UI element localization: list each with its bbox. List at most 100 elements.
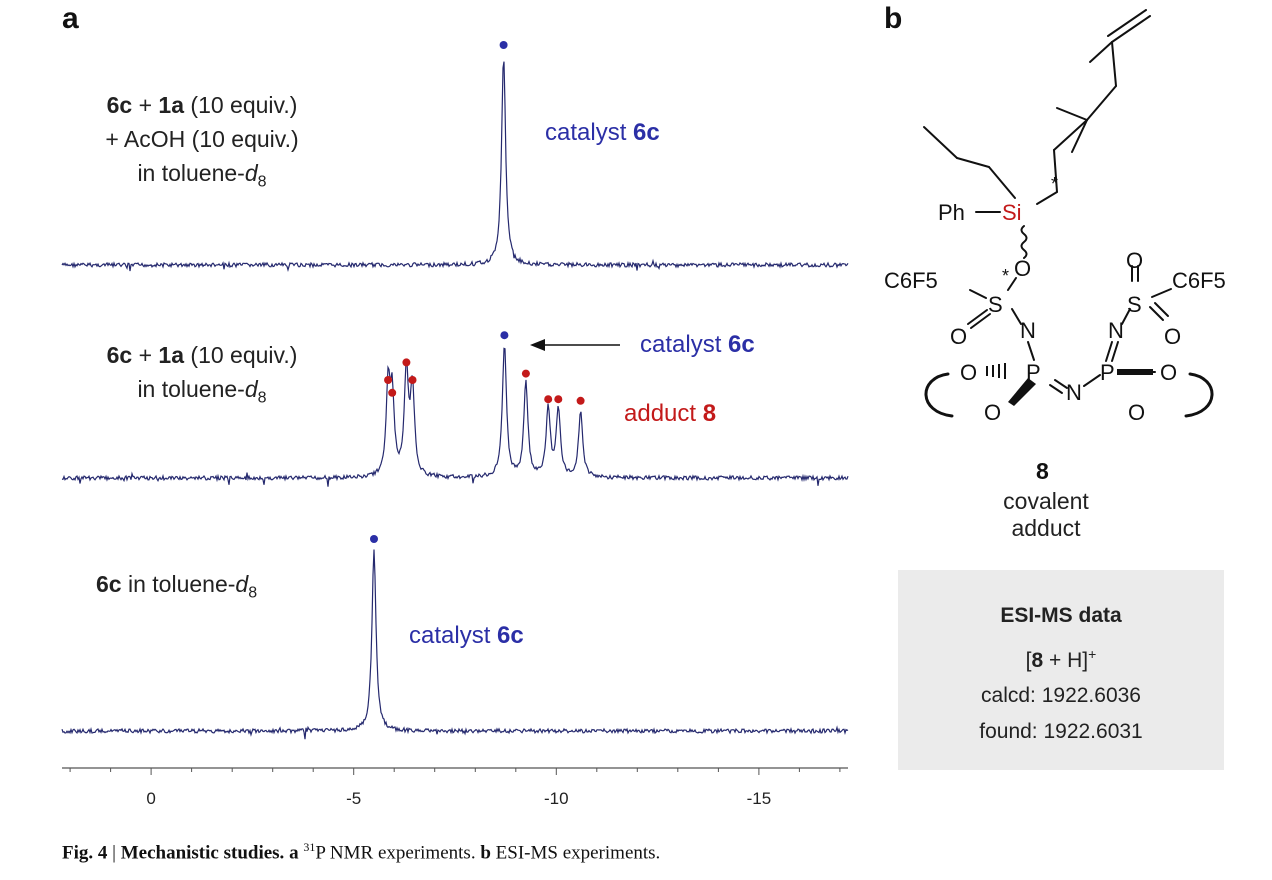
trace1-cond-d: d [244,160,258,186]
catalyst-bold: 6c [728,331,755,358]
catalyst-text: catalyst [640,331,729,358]
atom-si: Si [1002,200,1022,225]
trace3-catalyst-label: catalyst 6c [409,622,524,650]
esi-ion-open: [ [1025,649,1032,672]
structure-8: * Ph Si O C6F5 * S O N O P O N P O O N S… [884,9,1226,425]
peak-marker-2-6 [521,369,530,378]
atom-c6f5-left: C6F5 [884,268,938,293]
peak-marker-1-1 [499,41,508,49]
panel-a-letter: a [62,2,79,35]
peak-marker-2-5 [500,331,509,340]
trace1-cond-equiv: (10 equiv.) [184,92,298,118]
atom-n-left: N [1020,318,1036,343]
c6f5-left-text: C6F5 [884,268,938,293]
trace2-cond-cat: 6c [106,342,133,368]
atom-o-ring-right-bottom: O [1128,400,1145,425]
x-tick-label-3: -15 [747,789,772,808]
esi-title: ESI-MS data [1000,604,1122,627]
atom-o-sulfonyl-left: O [950,324,967,349]
adduct-bold: 8 [702,400,717,427]
nmr-trace-3 [61,549,849,740]
caption-title: Mechanistic studies. [120,842,285,864]
trace1-cond-acoh: + AcOH (10 equiv.) [105,126,299,152]
x-tick-label-1: -5 [346,789,361,808]
peak-marker-2-7 [544,395,553,404]
trace3-cond-8: 8 [248,584,258,602]
caption-a: a [289,842,299,864]
esi-ion: [8 + H]+ [898,646,1224,673]
trace2-cond-d: d [244,376,258,402]
esi-found: found: 1922.6031 [979,720,1143,743]
peak-marker-2-1 [384,376,393,384]
catalyst-text: catalyst [409,622,498,649]
catalyst-text: catalyst [545,119,634,146]
caption-b: b [480,842,491,864]
trace2-catalyst-label: catalyst 6c [640,331,755,359]
peak-marker-2-2 [388,388,397,397]
atom-o-ring-right-top: O [1160,360,1177,385]
peak-marker-2-9 [576,396,585,405]
atom-o-sulfonyl-right: O [1164,324,1181,349]
x-tick-label-0: 0 [146,789,155,808]
si-stereo-star: * [1051,174,1058,194]
compound-name: covalent adduct [1003,488,1089,541]
caption-a-text: P NMR experiments. [315,842,476,864]
trace3-cond-cat: 6c [96,571,122,597]
trace3-cond-d: d [235,571,249,597]
trace1-cond-sub: 1a [158,92,185,118]
trace2-cond-equiv: (10 equiv.) [184,342,298,368]
trace1-cond-solvent: in toluene- [137,160,245,186]
trace2-cond-solvent: in toluene- [137,376,245,402]
atom-o-ring-left-top: O [960,360,977,385]
esi-ion-num: 8 [1031,649,1044,672]
caption-sep: | [107,842,121,864]
c6f5-right-text: C6F5 [1172,268,1226,293]
caption-b-text: ESI-MS experiments. [495,842,661,864]
trace2-condition: 6c + 1a (10 equiv.) in toluene-d8 [62,338,342,416]
trace3-cond-solvent: in toluene- [121,571,236,597]
esi-ms-box: ESI-MS data [8 + H]+ calcd: 1922.6036 fo… [898,570,1224,770]
trace1-cond-8: 8 [257,173,267,191]
atom-n-bridge: N [1066,380,1082,405]
trace3-condition: 6c in toluene-d8 [96,567,257,611]
catalyst-bold: 6c [497,622,524,649]
esi-ion-rest: + H] [1043,649,1089,672]
catalyst-bold: 6c [633,119,660,146]
atom-s-right: S [1127,292,1142,317]
x-tick-label-2: -10 [544,789,569,808]
panel-b-letter: b [884,2,903,35]
trace1-cond-plus: + [132,92,159,118]
arrow-head [530,339,545,351]
peak-marker-2-4 [408,376,417,384]
atom-n-right: N [1108,318,1124,343]
structure-bonds [923,9,1214,418]
caption-fig: Fig. 4 [62,842,108,864]
trace1-condition: 6c + 1a (10 equiv.) + AcOH (10 equiv.) i… [62,88,342,200]
caption-nucleus-mass: 31 [303,840,316,854]
atom-s-left: S [988,292,1003,317]
structure-wedge-bond [1008,378,1036,406]
trace2-cond-plus: + [132,342,159,368]
atom-p-left: P [1026,360,1041,385]
atom-o-ring-left-bottom: O [984,400,1001,425]
atom-o-si: O [1014,256,1031,281]
adduct-text: adduct [624,400,703,427]
trace2-cond-8: 8 [257,389,267,407]
trace2-cond-sub: 1a [158,342,185,368]
atom-o-sulfonyl-right-top: O [1126,248,1143,273]
compound-number: 8 [1036,458,1049,484]
atom-c6f5-right: C6F5 [1172,268,1226,293]
nmr-chart: 0 -5 -10 -15 [61,41,849,808]
nmr-trace-1 [61,61,849,272]
esi-ion-charge: + [1088,646,1097,662]
peak-marker-2-3 [402,358,411,367]
esi-calcd: calcd: 1922.6036 [981,684,1141,707]
trace1-catalyst-label: catalyst 6c [545,119,660,147]
nmr-trace-2 [61,347,849,487]
atom-p-right: P [1100,360,1115,385]
figure-caption: Fig. 4 | Mechanistic studies. a 31P NMR … [62,840,660,864]
structure-hash-bond [986,363,1006,379]
peak-marker-3-1 [370,535,378,543]
peak-marker-2-8 [554,395,563,404]
atom-ph: Ph [938,200,965,225]
